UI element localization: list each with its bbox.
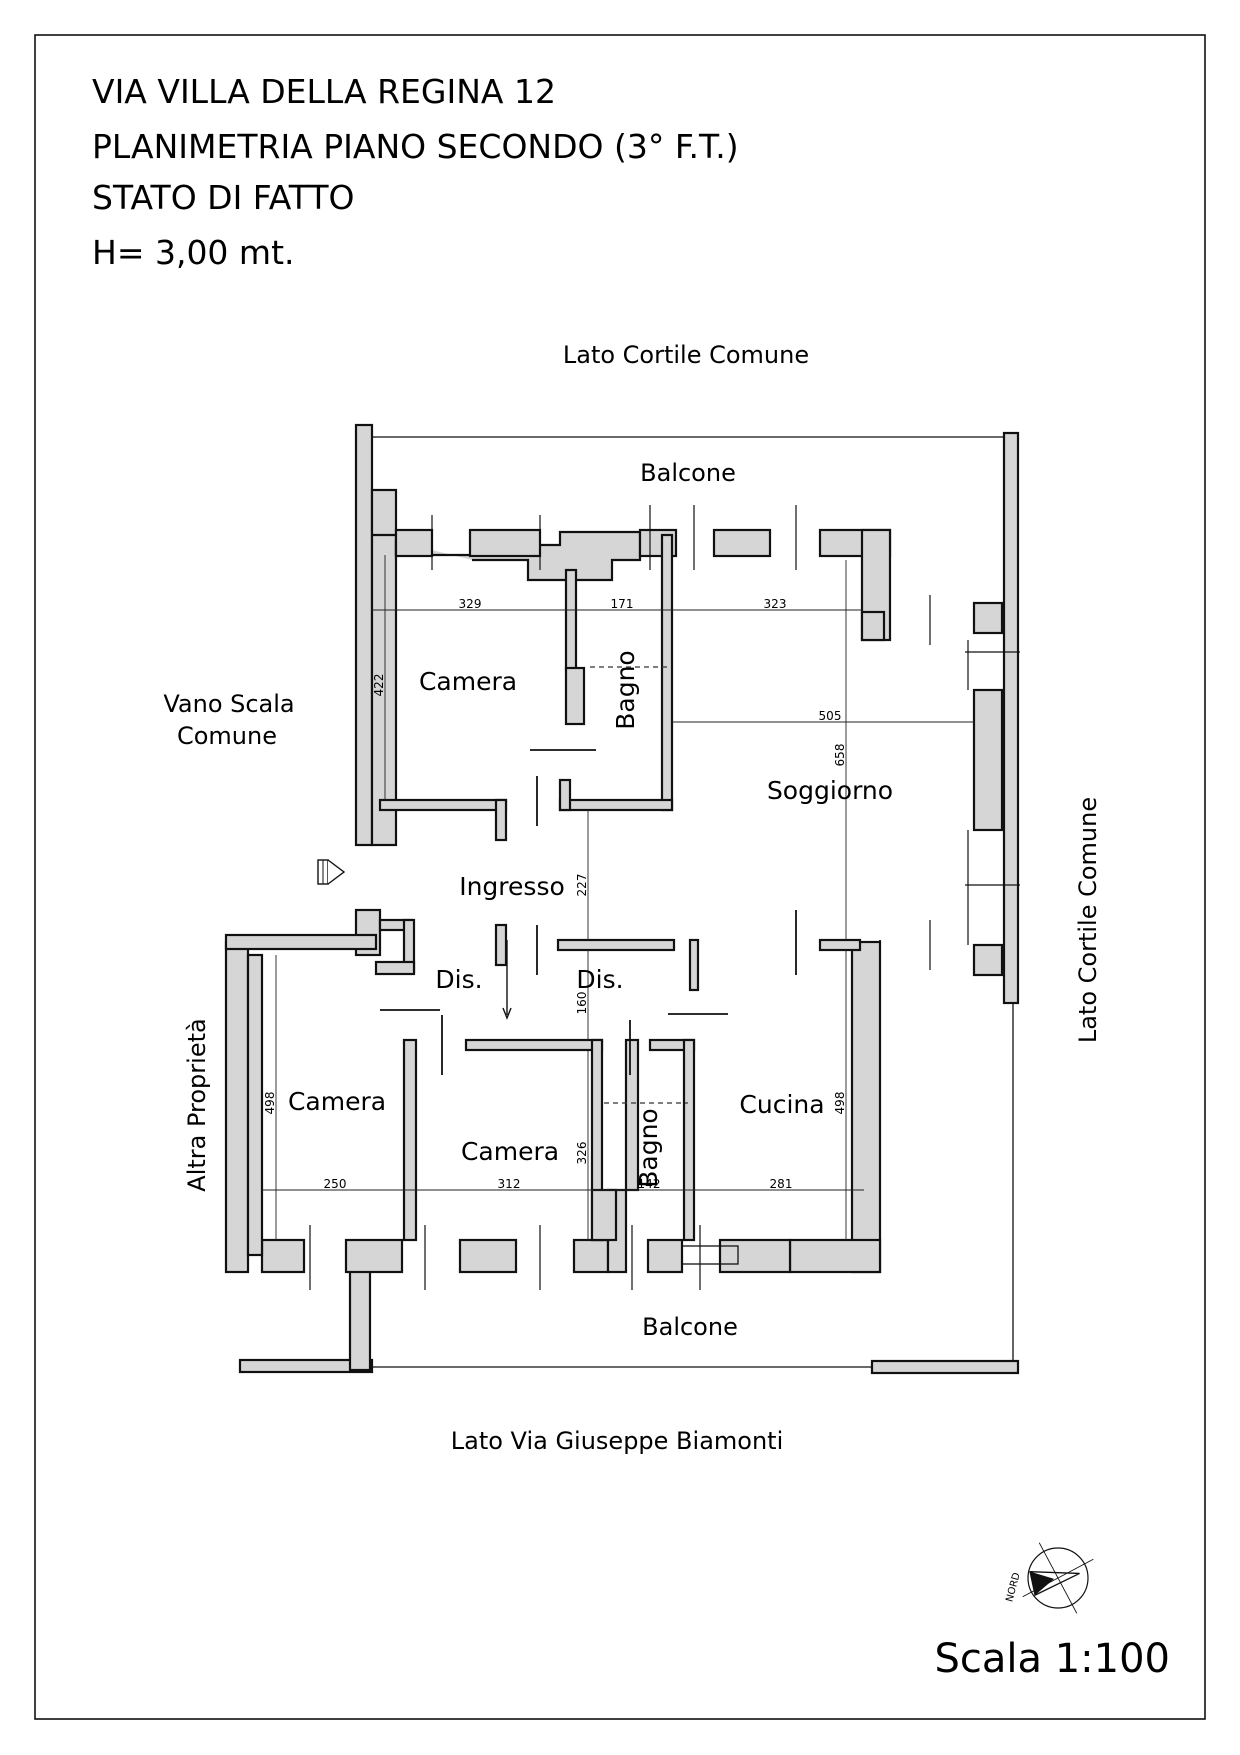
dim-323: 323: [764, 597, 787, 611]
bottom-balcony-pier: [348, 1268, 372, 1372]
bottom-left-parapet: [238, 1358, 374, 1374]
label-stair-1: Vano Scala: [163, 690, 294, 718]
label-bottom-side: Lato Via Giuseppe Biamonti: [451, 1427, 784, 1455]
dim-160: 160: [575, 992, 589, 1015]
window-marks: [309, 505, 1020, 1290]
dim-281: 281: [770, 1177, 793, 1191]
dimension-lines: [262, 555, 974, 1240]
room-cucina: Cucina: [739, 1090, 824, 1119]
room-dis-left: Dis.: [435, 965, 482, 994]
right-party-wall: [1002, 431, 1020, 1005]
dim-250: 250: [324, 1177, 347, 1191]
entrance-arrow-icon: [317, 859, 346, 885]
title-address: VIA VILLA DELLA REGINA 12: [92, 72, 556, 111]
label-stair-2: Comune: [177, 722, 277, 750]
dimension-values: 329 171 323 422 505 658 227 160 498 498 …: [263, 597, 847, 1191]
dim-658: 658: [833, 744, 847, 767]
label-left-side: Altra Proprietà: [183, 1018, 211, 1191]
dim-171: 171: [611, 597, 634, 611]
title-status: STATO DI FATTO: [92, 178, 355, 217]
room-ingresso: Ingresso: [459, 872, 565, 901]
door-marks: [380, 749, 881, 1075]
title-plan: PLANIMETRIA PIANO SECONDO (3° F.T.): [92, 127, 739, 166]
dim-505: 505: [819, 709, 842, 723]
dim-498-right: 498: [833, 1092, 847, 1115]
room-labels: Camera Bagno Soggiorno Ingresso Dis. Dis…: [288, 650, 893, 1187]
label-top-side: Lato Cortile Comune: [563, 341, 809, 369]
room-soggiorno: Soggiorno: [767, 776, 893, 805]
room-bagno-n: Bagno: [611, 650, 640, 729]
label-right-side: Lato Cortile Comune: [1074, 797, 1102, 1043]
dim-227: 227: [575, 874, 589, 897]
down-arrow-icon: [502, 940, 512, 1020]
dim-142: 142: [638, 1177, 661, 1191]
sheet-frame: [34, 34, 1206, 1720]
dim-498-left: 498: [263, 1092, 277, 1115]
room-camera-sw: Camera: [288, 1087, 386, 1116]
room-bagno-s: Bagno: [634, 1108, 663, 1187]
scale-label: Scala 1:100: [934, 1636, 1170, 1682]
dim-422: 422: [372, 674, 386, 697]
dim-312: 312: [498, 1177, 521, 1191]
dim-329: 329: [459, 597, 482, 611]
room-dis-right: Dis.: [576, 965, 623, 994]
room-camera-s: Camera: [461, 1137, 559, 1166]
balcony-top-railing: [372, 431, 1020, 1005]
room-camera-nw: Camera: [419, 667, 517, 696]
bottom-right-parapet: [870, 1359, 1020, 1375]
north-arrow-icon: NORD: [1004, 1542, 1094, 1614]
label-balcony-top: Balcone: [640, 459, 736, 487]
exterior-walls: [224, 423, 1004, 1274]
title-block: VIA VILLA DELLA REGINA 12 PLANIMETRIA PI…: [92, 72, 739, 272]
title-height: H= 3,00 mt.: [92, 233, 295, 272]
dim-326: 326: [575, 1142, 589, 1165]
interior-walls: [374, 533, 862, 1242]
label-balcony-bottom: Balcone: [642, 1313, 738, 1341]
north-label: NORD: [1004, 1571, 1022, 1603]
